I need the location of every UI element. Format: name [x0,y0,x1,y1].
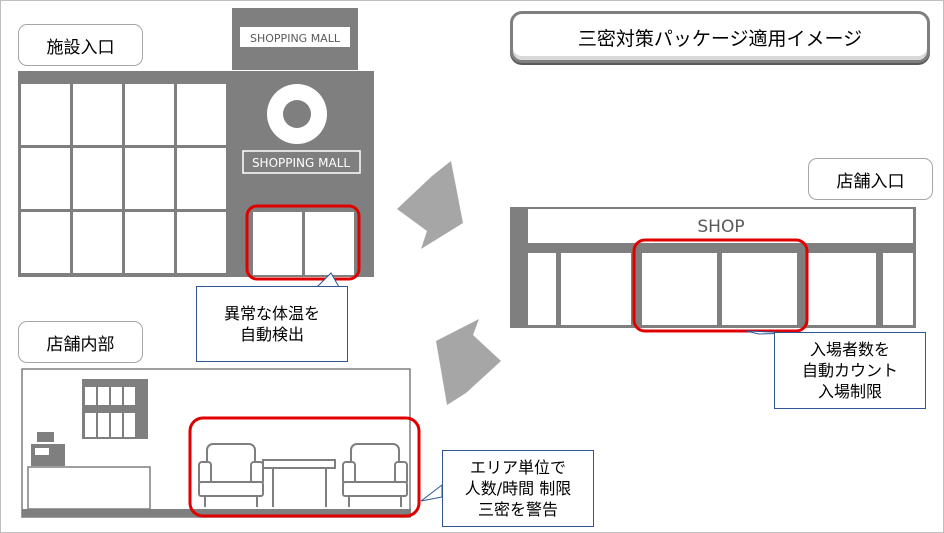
mall-front-sign-text: SHOPPING MALL [252,156,350,170]
counting-callout-line: 自動カウント [801,361,898,380]
area-callout: エリア単位で 人数/時間 制限 三密を警告 [442,450,594,527]
mall-top-sign [240,27,350,47]
mall-logo-hole [283,100,311,128]
register-display [37,432,54,442]
store-entrance-label: 店舗入口 [808,158,933,200]
temperature-callout-line: 異常な体温を [223,304,320,323]
counter [27,466,151,510]
shop-door-right [722,253,797,325]
callout-pointer-area [420,483,443,502]
temperature-callout: 異常な体温を 自動検出 [196,286,348,362]
chair-left [198,443,264,507]
shelf-item [98,413,109,437]
shop-window [883,253,913,325]
interior-floor [22,509,411,517]
shelf-item [85,387,96,405]
shop-sign-text: SHOP [697,217,744,237]
mall-entrance-highlight [245,204,361,281]
shelf-item [111,387,122,405]
counting-callout: 入場者数を 自動カウント 入場制限 [774,332,926,409]
mall-window [21,84,70,145]
shop-entrance-highlight [632,238,809,333]
mall-building: SHOPPING MALL SHOPPING MALL [18,8,374,281]
arrow-mall-to-shop [397,161,463,249]
store-interior-label: 店舗内部 [18,321,143,363]
mall-window [177,148,226,209]
mall-top-sign-text: SHOPPING MALL [250,32,341,45]
counting-callout-line: 入場制限 [817,382,882,401]
shop-sign-band [528,209,913,243]
mall-door-left [253,212,302,275]
shop-window [528,253,556,325]
shop-window [561,253,631,325]
shelf-item [124,413,135,437]
diagram-title: 三密対策パッケージ適用イメージ [510,11,930,63]
mall-door-right [305,212,354,275]
mall-window [177,84,226,145]
shop-window [808,253,876,325]
table [262,459,336,507]
mall-windows [21,84,226,273]
arrow-shop-to-interior [436,319,501,405]
counting-callout-line: 入場者数を [809,340,890,359]
chair-right [342,443,408,507]
mall-window [125,212,174,273]
mall-window [125,84,174,145]
mall-window [73,148,122,209]
area-callout-line: 三密を警告 [477,500,558,519]
shelf-item [98,387,109,405]
register-screen [35,448,49,455]
temperature-callout-line: 自動検出 [239,325,304,344]
area-callout-line: 人数/時間 制限 [464,479,572,498]
mall-window [177,212,226,273]
mall-window [21,148,70,209]
mall-window [125,148,174,209]
mall-window [73,212,122,273]
mall-window [21,212,70,273]
mall-window [73,84,122,145]
shelf-item [111,413,122,437]
facility-entrance-label: 施設入口 [18,24,143,66]
shop-front: SHOP [510,207,916,333]
mall-front-sign [242,150,361,174]
store-interior [21,368,421,518]
shelf-item [85,413,96,437]
shop-door-left [642,253,717,325]
area-callout-line: エリア単位で [469,458,566,477]
shelf-item [124,387,135,405]
area-highlight [188,416,421,518]
